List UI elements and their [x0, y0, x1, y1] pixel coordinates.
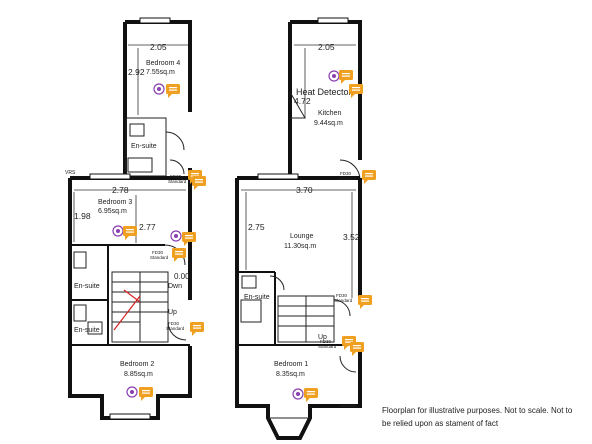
dimension-label: 2.77 [139, 222, 156, 232]
window [317, 17, 349, 24]
disclaimer-line-1: Floorplan for illustrative purposes. Not… [382, 406, 573, 415]
room-name: Lounge [290, 233, 313, 240]
toilet-fixture [73, 304, 87, 322]
stair-up-label: Up [318, 334, 327, 341]
dimension-label: 3.70 [296, 185, 313, 195]
dimension-label: 3.52 [343, 232, 360, 242]
room-name: Bedroom 3 [98, 199, 132, 206]
room-area: 9.44sq.m [314, 120, 343, 127]
window [109, 413, 151, 420]
shower-fixture [240, 299, 262, 323]
dimension-label: 0.00 [174, 272, 190, 281]
heat-detector-label: Heat Detector [296, 87, 352, 97]
wall-mark: VRS [65, 170, 76, 176]
door-swing [269, 275, 285, 291]
smoke-detector-icon[interactable] [292, 388, 304, 400]
window [257, 173, 299, 180]
comment-icon[interactable] [362, 170, 376, 184]
room-name: Bedroom 2 [120, 361, 154, 368]
stair-up-label: Up [168, 309, 177, 316]
dimension-label: 1.98 [74, 211, 91, 221]
room-area: 11.30sq.m [284, 243, 316, 250]
room-area: 8.35sq.m [276, 371, 305, 378]
stair-treads [278, 296, 334, 342]
window [139, 17, 171, 24]
window [89, 173, 131, 180]
room-area: 7.55sq.m [146, 69, 175, 76]
room-name: Bedroom 4 [146, 60, 180, 67]
comment-icon[interactable] [123, 226, 137, 240]
smoke-detector-icon[interactable] [126, 386, 138, 398]
smoke-detector-icon[interactable] [153, 83, 165, 95]
door-swing [333, 299, 351, 317]
dimension-label: 2.92 [128, 67, 145, 77]
stair-direction-arrow [123, 289, 141, 303]
door-swing [339, 355, 357, 373]
stair-direction-arrow [113, 295, 141, 331]
smoke-detector-icon[interactable] [112, 225, 124, 237]
en-suite-label: En-suite [74, 327, 100, 334]
comment-icon[interactable] [192, 176, 206, 190]
toilet-fixture [129, 123, 145, 137]
en-suite-label: En-suite [131, 143, 157, 150]
dimension-label: 2.75 [248, 222, 265, 232]
stair-treads [112, 272, 168, 342]
room-area: 6.95sq.m [98, 208, 127, 215]
comment-icon[interactable] [139, 387, 153, 401]
door-swing [165, 131, 185, 151]
ground-floor-plan: 2.05 4.72 Heat Detector Kitchen 9.44sq.m… [235, 17, 376, 440]
dimension-label: 4.72 [294, 96, 311, 106]
disclaimer-note: Floorplan for illustrative purposes. Not… [382, 404, 592, 430]
room-area: 8.85sq.m [124, 371, 153, 378]
smoke-detector-icon[interactable] [170, 230, 182, 242]
en-suite-label: En-suite [74, 283, 100, 290]
disclaimer-line-2: be relied upon as stament of fact [382, 419, 499, 428]
stair-down-label: Dwn [168, 283, 182, 290]
comment-icon[interactable] [339, 70, 353, 84]
comment-icon[interactable] [358, 295, 372, 309]
comment-icon[interactable] [166, 84, 180, 98]
toilet-fixture [73, 251, 87, 269]
dimension-label: 2.05 [318, 42, 335, 52]
door-swing [169, 159, 185, 175]
shower-fixture [127, 157, 153, 173]
first-floor-plan: 2.05 2.92 Bedroom 4 7.55sq.m En-suite 2.… [65, 17, 206, 420]
comment-icon[interactable] [304, 388, 318, 402]
dimension-label: 2.05 [150, 42, 167, 52]
room-name: Bedroom 1 [274, 361, 308, 368]
room-name: Kitchen [318, 110, 341, 117]
toilet-fixture [241, 275, 257, 289]
basin-fixture [87, 321, 103, 335]
dimension-label: 2.78 [112, 185, 129, 195]
kitchen-walls [288, 20, 362, 178]
comment-icon[interactable] [190, 322, 204, 336]
en-suite-label: En-suite [244, 294, 270, 301]
door-swing [167, 321, 187, 341]
smoke-detector-icon[interactable] [328, 70, 340, 82]
